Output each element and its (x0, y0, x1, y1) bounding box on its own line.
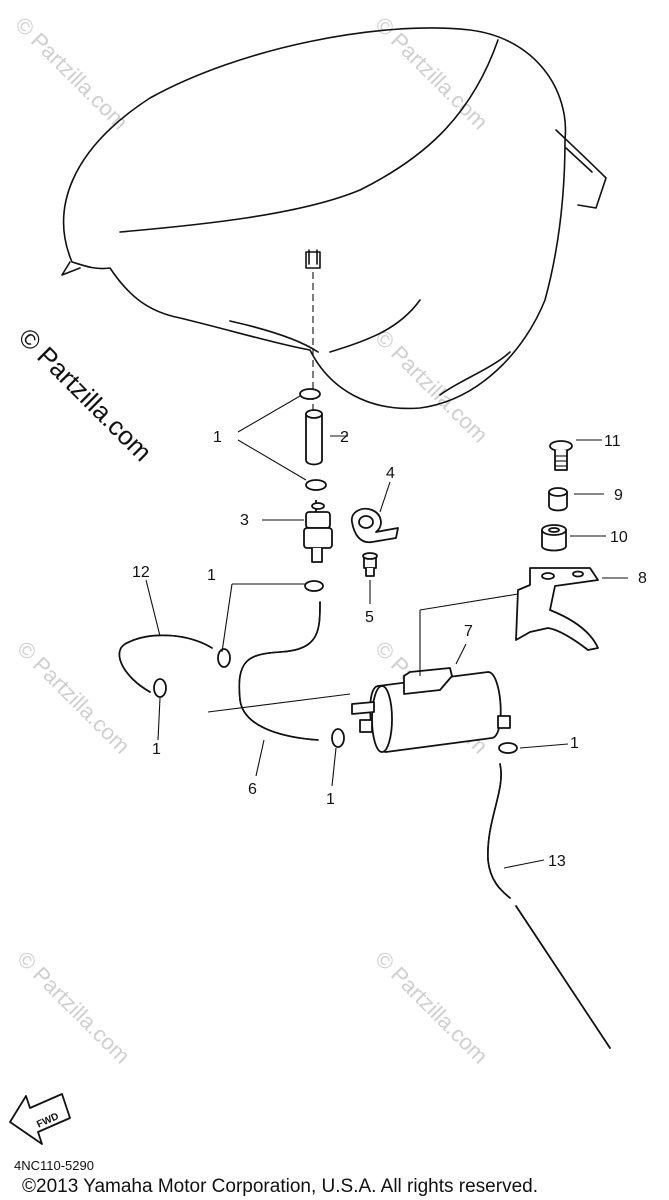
callout-7: 7 (464, 623, 473, 640)
callout-13: 13 (548, 853, 566, 870)
forward-arrow-icon: FWD (9, 1093, 71, 1145)
bolt (549, 440, 573, 471)
fuel-valve (303, 500, 333, 563)
hose-12 (118, 634, 213, 693)
callout-4: 4 (386, 465, 395, 482)
callout-6: 6 (248, 781, 257, 798)
hose-clip (299, 388, 327, 491)
callout-10: 10 (610, 529, 628, 546)
leader-lines (145, 395, 628, 869)
callout-12: 12 (132, 564, 150, 581)
hose-clip (153, 580, 518, 754)
collar (548, 487, 568, 512)
hose-piece (305, 409, 323, 466)
callout-1: 1 (213, 429, 222, 446)
callout-11: 11 (604, 433, 621, 450)
diagram-code: 4NC110-5290 (14, 1158, 94, 1173)
callout-1: 1 (326, 791, 335, 808)
callout-3: 3 (240, 512, 249, 529)
callout-8: 8 (638, 570, 647, 587)
grommet (541, 524, 567, 552)
callout-1: 1 (207, 567, 216, 584)
bracket (515, 567, 599, 651)
fuel-tank (61, 27, 607, 410)
hose-6 (238, 601, 321, 741)
clamp-screw (362, 552, 378, 577)
callout-5: 5 (365, 609, 374, 626)
callout-1: 1 (570, 735, 579, 752)
charcoal-canister (351, 667, 511, 753)
callout-9: 9 (614, 487, 623, 504)
callout-2: 2 (340, 429, 349, 446)
connector-lines (207, 593, 519, 713)
copyright-notice: ©2013 Yamaha Motor Corporation, U.S.A. A… (22, 1176, 538, 1197)
callout-labels: 1 2 3 4 5 11 9 10 8 7 12 1 1 6 1 1 13 (132, 429, 647, 870)
hose-13 (487, 763, 611, 1049)
hose-clamp (350, 507, 399, 544)
callout-1: 1 (152, 741, 161, 758)
